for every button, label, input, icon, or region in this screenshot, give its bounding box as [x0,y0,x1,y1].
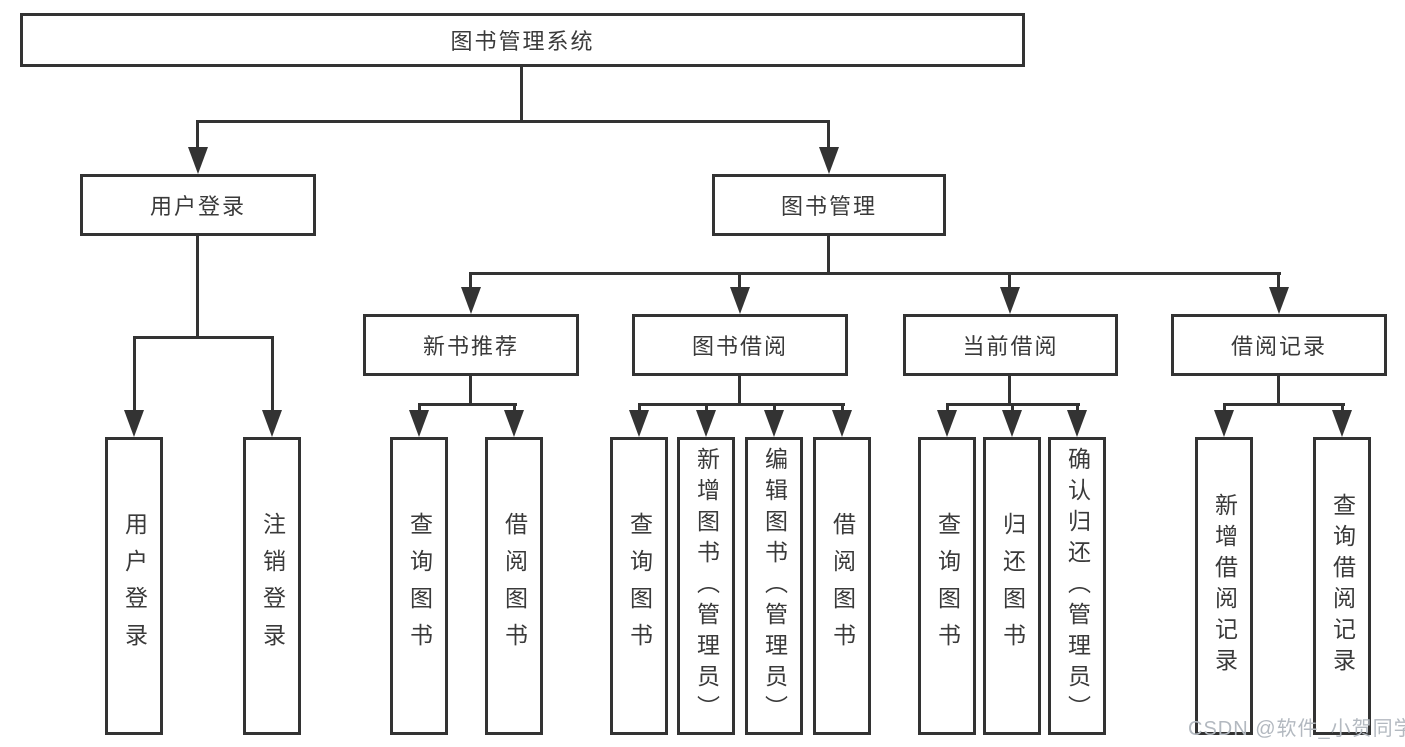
leaf-user-login-label: 用户登录 [121,512,148,660]
leaf-current-query-book: 查询图书 [918,437,976,735]
leaf-logout-login-label: 注销登录 [259,512,286,660]
node-book-management-label: 图书管理 [780,194,877,219]
connector-line [1341,403,1344,414]
leaf-logout-login: 注销登录 [243,437,301,735]
connector-line [1277,272,1280,289]
arrow-down-icon [262,410,282,437]
connector-line [946,403,949,414]
leaf-record-query-record: 查询借阅记录 [1313,437,1371,735]
arrow-down-icon [629,410,649,437]
connector-line [1008,272,1011,289]
leaf-newbook-query-book: 查询图书 [390,437,448,735]
connector-line [738,376,741,403]
arrow-down-icon [937,410,957,437]
leaf-borrow-add-book-admin: 新增图书（管理员） [677,437,735,735]
node-borrow-record: 借阅记录 [1171,314,1387,376]
connector-line [1277,376,1280,403]
connector-line [469,272,1281,275]
connector-line [133,336,274,339]
connector-line [705,403,708,414]
connector-line [841,403,844,414]
arrow-down-icon [1269,287,1289,314]
leaf-record-query-record-label: 查询借阅记录 [1329,493,1356,679]
leaf-borrow-edit-book-admin: 编辑图书（管理员） [745,437,803,735]
connector-line [1223,403,1226,414]
connector-line [196,120,830,123]
leaf-borrow-add-book-admin-label: 新增图书（管理员） [693,446,720,726]
arrow-down-icon [188,147,208,174]
leaf-borrow-borrow-book: 借阅图书 [813,437,871,735]
connector-line [520,67,523,120]
node-user-login: 用户登录 [80,174,316,236]
connector-line [827,120,830,150]
leaf-newbook-borrow-book: 借阅图书 [485,437,543,735]
connector-line [638,403,641,414]
connector-line [738,272,741,289]
node-current-borrow-label: 当前借阅 [962,334,1059,359]
leaf-user-login: 用户登录 [105,437,163,735]
leaf-borrow-edit-book-admin-label: 编辑图书（管理员） [761,446,788,726]
node-current-borrow: 当前借阅 [903,314,1118,376]
connector-line [469,376,472,403]
leaf-current-return-book: 归还图书 [983,437,1041,735]
connector-line [418,403,421,414]
arrow-down-icon [409,410,429,437]
connector-line [1008,376,1011,403]
connector-line [133,336,136,412]
arrow-down-icon [1332,410,1352,437]
arrow-down-icon [696,410,716,437]
node-new-book-recommend: 新书推荐 [363,314,579,376]
leaf-borrow-borrow-book-label: 借阅图书 [829,512,856,660]
leaf-current-query-book-label: 查询图书 [934,512,961,660]
leaf-record-add-record: 新增借阅记录 [1195,437,1253,735]
arrow-down-icon [1214,410,1234,437]
arrow-down-icon [1067,410,1087,437]
connector-line [196,236,199,336]
leaf-borrow-query-book: 查询图书 [610,437,668,735]
leaf-current-confirm-return-admin: 确认归还（管理员） [1048,437,1106,735]
connector-line [827,236,830,272]
node-book-borrow: 图书借阅 [632,314,848,376]
connector-line [1076,403,1079,414]
connector-line [271,336,274,412]
leaf-newbook-borrow-book-label: 借阅图书 [501,512,528,660]
node-root-label: 图书管理系统 [450,29,595,54]
arrow-down-icon [504,410,524,437]
arrow-down-icon [461,287,481,314]
connector-line [1223,403,1345,406]
arrow-down-icon [1002,410,1022,437]
arrow-down-icon [832,410,852,437]
node-new-book-recommend-label: 新书推荐 [422,334,519,359]
node-root: 图书管理系统 [20,13,1025,67]
node-borrow-record-label: 借阅记录 [1230,334,1327,359]
leaf-newbook-query-book-label: 查询图书 [406,512,433,660]
connector-line [513,403,516,414]
arrow-down-icon [1000,287,1020,314]
node-book-management: 图书管理 [712,174,946,236]
connector-line [196,120,199,150]
connector-line [638,403,845,406]
leaf-record-add-record-label: 新增借阅记录 [1211,493,1238,679]
connector-line [469,272,472,289]
arrow-down-icon [764,410,784,437]
node-user-login-label: 用户登录 [149,194,246,219]
watermark: CSDN @软件_小贺同学 [1188,718,1405,740]
leaf-current-return-book-label: 归还图书 [999,512,1026,660]
connector-line [1011,403,1014,414]
arrow-down-icon [124,410,144,437]
leaf-current-confirm-return-admin-label: 确认归还（管理员） [1064,446,1091,726]
arrow-down-icon [730,287,750,314]
connector-line [418,403,517,406]
arrow-down-icon [819,147,839,174]
node-book-borrow-label: 图书借阅 [691,334,788,359]
leaf-borrow-query-book-label: 查询图书 [626,512,653,660]
connector-line [773,403,776,414]
